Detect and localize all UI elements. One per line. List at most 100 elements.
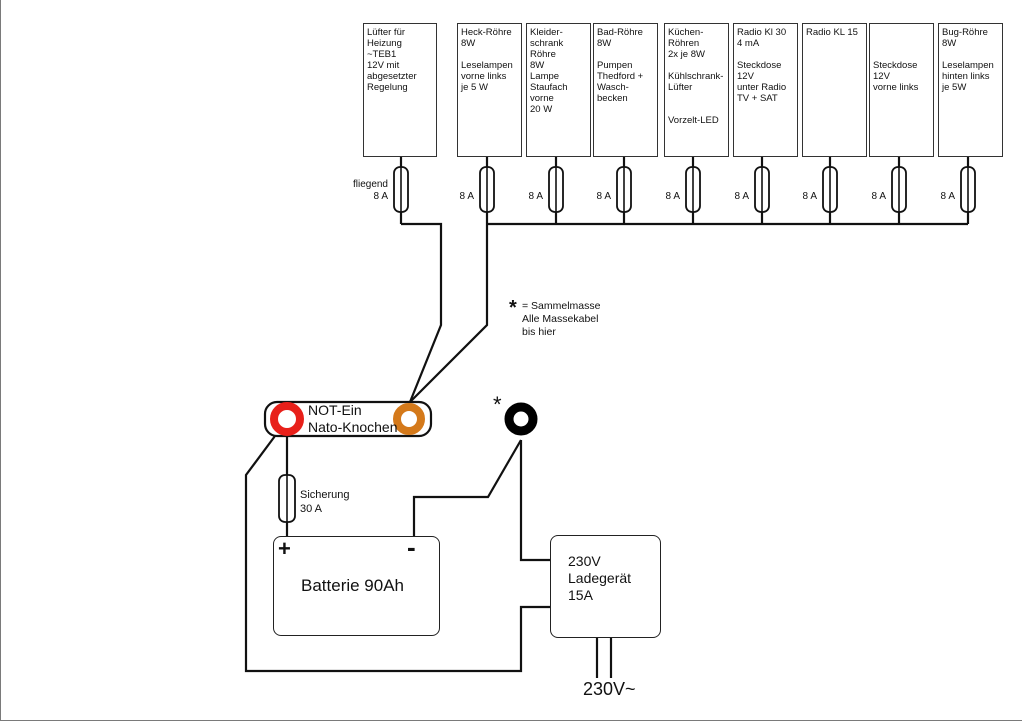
- consumer-3-line-5: Lampe: [530, 71, 560, 82]
- switch-body: [263, 400, 433, 438]
- consumer-3-line-1: Kleider-: [530, 27, 563, 38]
- consumer-9-line-4: Leselampen: [942, 60, 994, 71]
- wire-charger-plus: [244, 435, 551, 673]
- consumer-5-line-3: 2x je 8W: [668, 49, 705, 60]
- fuse-label-8: 8 A: [872, 191, 886, 203]
- charger-label: 230V Ladegerät 15A: [568, 553, 631, 604]
- fuse-label-1-line-1: fliegend: [352, 179, 388, 190]
- consumer-4-line-2: 8W: [597, 38, 612, 49]
- consumer-1-line-4: 12V mit: [367, 60, 400, 71]
- fuse-wires: [286, 167, 969, 522]
- consumer-2-line-3: [461, 49, 518, 60]
- consumer-9-line-1: Bug-Röhre: [942, 27, 988, 38]
- consumer-box-7: Radio KL 15: [802, 23, 867, 157]
- fuse-label-4-line-1: 8 A: [596, 191, 611, 202]
- consumer-5-line-8: [668, 104, 725, 115]
- fuse-label-5-line-1: 8 A: [665, 191, 680, 202]
- consumer-5-line-9: Vorzelt-LED: [668, 115, 719, 126]
- consumer-8-line-6: vorne links: [873, 82, 919, 93]
- fuse-label-7: 8 A: [803, 191, 817, 203]
- fuse-label-2-line-1: 8 A: [459, 191, 474, 202]
- fuse-label-9: 8 A: [941, 191, 955, 203]
- consumer-1-line-2: Heizung: [367, 38, 402, 49]
- battery-label: Batterie 90Ah: [301, 576, 405, 595]
- fuse-label-1-line-2: 8 A: [373, 191, 388, 202]
- fuse-label-8-line-1: 8 A: [871, 191, 886, 202]
- charger-line-2: Ladegerät: [568, 570, 632, 586]
- wire-charger-minus: [519, 440, 551, 562]
- consumer-3-line-4: 8W: [530, 60, 545, 71]
- consumer-8-line-3: [873, 49, 930, 60]
- consumer-1-line-5: abgesetzter: [367, 71, 417, 82]
- consumer-9-line-3: [942, 49, 999, 60]
- ground-note-star: *: [509, 297, 517, 319]
- consumer-5-line-1: Küchen-: [668, 27, 704, 38]
- consumer-3-line-3: Röhre: [530, 49, 556, 60]
- consumer-8-line-4: Steckdose: [873, 60, 918, 71]
- fuse-label-6: 8 A: [735, 191, 749, 203]
- consumer-2-line-6: je 5 W: [461, 82, 488, 93]
- consumer-6-line-5: 12V: [737, 71, 754, 82]
- fuse-label-6-line-1: 8 A: [734, 191, 749, 202]
- ground-note-line-3: bis hier: [522, 326, 556, 338]
- consumer-6-line-7: TV + SAT: [737, 93, 778, 104]
- consumer-5-line-7: [668, 93, 725, 104]
- consumer-4-line-1: Bad-Röhre: [597, 27, 643, 38]
- consumer-3-line-6: Staufach: [530, 82, 568, 93]
- consumer-5-line-4: [668, 60, 725, 71]
- wire-fliegend: [401, 222, 443, 403]
- ground-terminal: [504, 402, 538, 436]
- main-fuse-line-1: Sicherung: [300, 489, 350, 501]
- battery: [273, 536, 440, 636]
- consumer-9-line-5: hinten links: [942, 71, 990, 82]
- consumer-2-line-4: Leselampen: [461, 60, 513, 71]
- fuse-label-4: 8 A: [597, 191, 611, 203]
- fuse-group: [278, 166, 976, 523]
- consumer-9-line-6: je 5W: [942, 82, 967, 93]
- consumer-6-line-6: unter Radio: [737, 82, 787, 93]
- switch-label-line-1: NOT-Ein: [308, 402, 362, 418]
- consumer-4-line-6: Wasch-: [597, 82, 629, 93]
- consumer-6-line-1: Radio Kl 30: [737, 27, 787, 38]
- consumer-5-line-2: Röhren: [668, 38, 700, 49]
- battery-plus: +: [278, 536, 291, 561]
- consumer-2-line-1: Heck-Röhre: [461, 27, 512, 38]
- charger-line-1: 230V: [568, 553, 601, 569]
- mains-label: 230V~: [583, 679, 636, 699]
- orange-terminal: [393, 403, 425, 435]
- consumer-6-line-4: Steckdose: [737, 60, 782, 71]
- consumer-4-line-7: becken: [597, 93, 628, 104]
- fuse-label-2: 8 A: [460, 191, 474, 203]
- wires: [244, 157, 970, 678]
- switch-label-line-2: Nato-Knochen: [308, 419, 398, 435]
- consumer-3-line-8: 20 W: [530, 104, 553, 115]
- charger: [550, 535, 661, 638]
- fuse-label-3: 8 A: [529, 191, 543, 203]
- fuse-label-7-line-1: 8 A: [802, 191, 817, 202]
- wire-battery-minus: [412, 439, 522, 537]
- consumer-1-line-3: ~TEB1: [367, 49, 397, 60]
- consumer-2-line-5: vorne links: [461, 71, 507, 82]
- wire-bus: [409, 224, 489, 403]
- consumer-6-line-3: [737, 49, 794, 60]
- consumer-4-line-3: [597, 49, 654, 60]
- battery-minus: -: [407, 532, 416, 562]
- ground-note-line-1: = Sammelmasse: [522, 300, 601, 312]
- consumer-3-line-7: vorne: [530, 93, 554, 104]
- consumer-4-line-5: Thedford +: [597, 71, 644, 82]
- consumer-6-line-2: 4 mA: [737, 38, 760, 49]
- main-fuse-label: Sicherung 30 A: [300, 488, 350, 516]
- consumer-8-line-2: [873, 38, 930, 49]
- consumer-7-line-1: Radio KL 15: [806, 27, 858, 38]
- consumer-5-line-6: Lüfter: [668, 82, 693, 93]
